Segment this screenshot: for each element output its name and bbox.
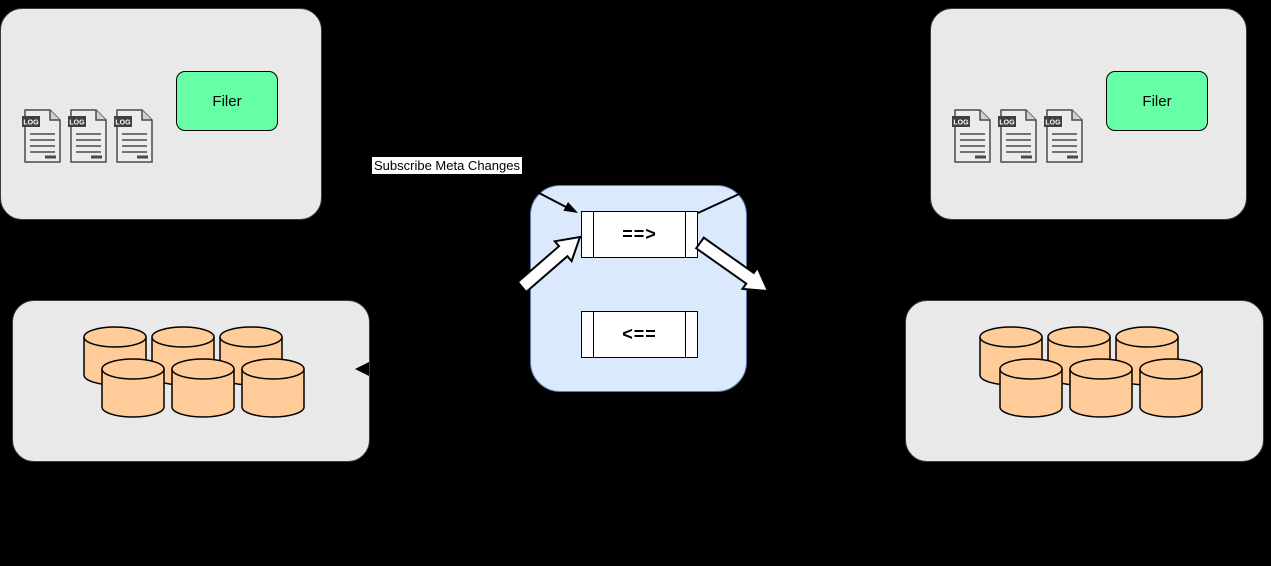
log-badge-text: LOG <box>115 120 131 127</box>
backward-queue-label: <== <box>622 324 657 344</box>
forward-queue-label: ==> <box>622 224 657 244</box>
filer-node-left: Filer <box>176 71 278 131</box>
left-volume-container <box>12 300 370 462</box>
log-file-icon: LOG <box>21 109 62 163</box>
volume-cylinder-icon <box>1139 358 1203 418</box>
right-filer-container: LOG LOG LOG Filer <box>930 8 1247 220</box>
message-queue-panel: ==> <== <box>530 185 747 392</box>
volume-cylinder-icon <box>241 358 305 418</box>
volume-cylinder-icon <box>999 358 1063 418</box>
log-file-icon: LOG <box>113 109 154 163</box>
backward-queue-shape: <== <box>581 311 698 358</box>
left-volume-cylinder-group <box>83 326 305 418</box>
right-log-icon-group: LOG LOG LOG <box>951 109 1085 163</box>
log-file-icon: LOG <box>951 109 992 163</box>
filer-node-right: Filer <box>1106 71 1208 131</box>
log-badge-text: LOG <box>999 120 1015 127</box>
subscribe-meta-changes-label: Subscribe Meta Changes <box>372 157 522 174</box>
volume-cylinder-icon <box>101 358 165 418</box>
forward-queue-shape: ==> <box>581 211 698 258</box>
log-badge-text: LOG <box>1045 120 1061 127</box>
log-file-icon: LOG <box>1043 109 1084 163</box>
left-log-icon-group: LOG LOG LOG <box>21 109 155 163</box>
log-file-icon: LOG <box>67 109 108 163</box>
volume-cylinder-icon <box>1069 358 1133 418</box>
left-filer-container: LOG LOG LOG Filer <box>0 8 322 220</box>
right-volume-container <box>905 300 1264 462</box>
volume-cylinder-icon <box>171 358 235 418</box>
log-badge-text: LOG <box>69 120 85 127</box>
log-file-icon: LOG <box>997 109 1038 163</box>
right-volume-cylinder-group <box>979 326 1203 418</box>
log-badge-text: LOG <box>23 120 39 127</box>
log-badge-text: LOG <box>953 120 969 127</box>
